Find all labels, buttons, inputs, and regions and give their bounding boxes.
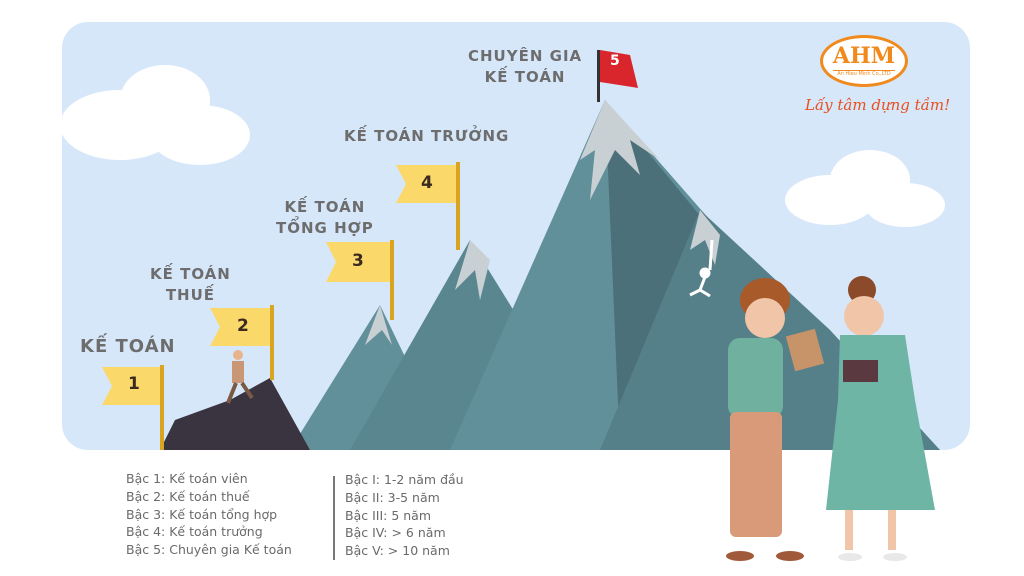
cloud-right [785, 150, 945, 227]
snow-cap-2 [455, 240, 490, 300]
company-logo: AHM An Hieu Minh Co.,LTD [820, 35, 908, 87]
flag-4-number: 4 [421, 173, 433, 193]
flag-1 [102, 365, 164, 450]
girl-figure [826, 276, 935, 561]
flag-2 [210, 305, 274, 380]
level-2-title-line1: KẾ TOÁN [150, 265, 231, 283]
legend-role-item: Bậc 2: Kế toán thuế [126, 488, 250, 504]
flag-2-number: 2 [237, 316, 249, 336]
level-5-title-line1: CHUYÊN GIA [468, 47, 583, 65]
logo-mark: AHM [832, 43, 896, 69]
legend-roles: Bậc 1: Kế toán viên Bậc 2: Kế toán thuế … [126, 470, 292, 559]
legend-year-item: Bậc IV: > 6 năm [345, 525, 446, 541]
legend-role-item: Bậc 1: Kế toán viên [126, 471, 248, 486]
flag-3 [326, 240, 394, 320]
flag-4 [396, 162, 460, 250]
legend-year-item: Bậc III: 5 năm [345, 507, 432, 523]
legend-divider [333, 476, 335, 560]
legend-role-item: Bậc 3: Kế toán tổng hợp [126, 506, 278, 522]
snow-cap [580, 100, 660, 200]
level-2-title: KẾ TOÁN THUẾ [150, 264, 231, 306]
level-5-title: CHUYÊN GIA KẾ TOÁN [468, 46, 582, 88]
level-1-title: KẾ TOÁN [80, 336, 176, 357]
legend-year-item: Bậc II: 3-5 năm [345, 489, 440, 505]
slogan: Lấy tâm dựng tầm! [805, 96, 951, 114]
flag-1-number: 1 [128, 374, 140, 394]
legend-role-item: Bậc 4: Kế toán trưởng [126, 524, 263, 540]
legend-year-item: Bậc V: > 10 năm [345, 543, 450, 559]
flag-5-number: 5 [610, 53, 620, 69]
level-3-title-line1: KẾ TOÁN [284, 198, 366, 216]
flag-3-number: 3 [352, 251, 364, 271]
cloud-left [60, 65, 250, 165]
level-5-title-line2: KẾ TOÁN [484, 68, 566, 86]
level-3-title: KẾ TOÁN TỔNG HỢP [276, 197, 374, 239]
level-4-title: KẾ TOÁN TRƯỞNG [344, 127, 510, 145]
logo-company-name: An Hieu Minh Co.,LTD [833, 70, 895, 77]
rope-climber [689, 239, 714, 298]
level-3-title-line2: TỔNG HỢP [276, 219, 374, 237]
level-2-title-line2: THUẾ [165, 286, 216, 304]
legend-role-item: Bậc 5: Chuyên gia Kế toán [126, 542, 292, 558]
dark-hill [160, 378, 310, 450]
climber-figure [226, 350, 254, 404]
legend-years: Bậc I: 1-2 năm đầu Bậc II: 3-5 năm Bậc I… [345, 471, 464, 560]
snow-cap-3 [365, 305, 392, 345]
boy-figure [726, 278, 825, 561]
flag-5 [597, 50, 638, 102]
legend-year-item: Bậc I: 1-2 năm đầu [345, 472, 464, 487]
